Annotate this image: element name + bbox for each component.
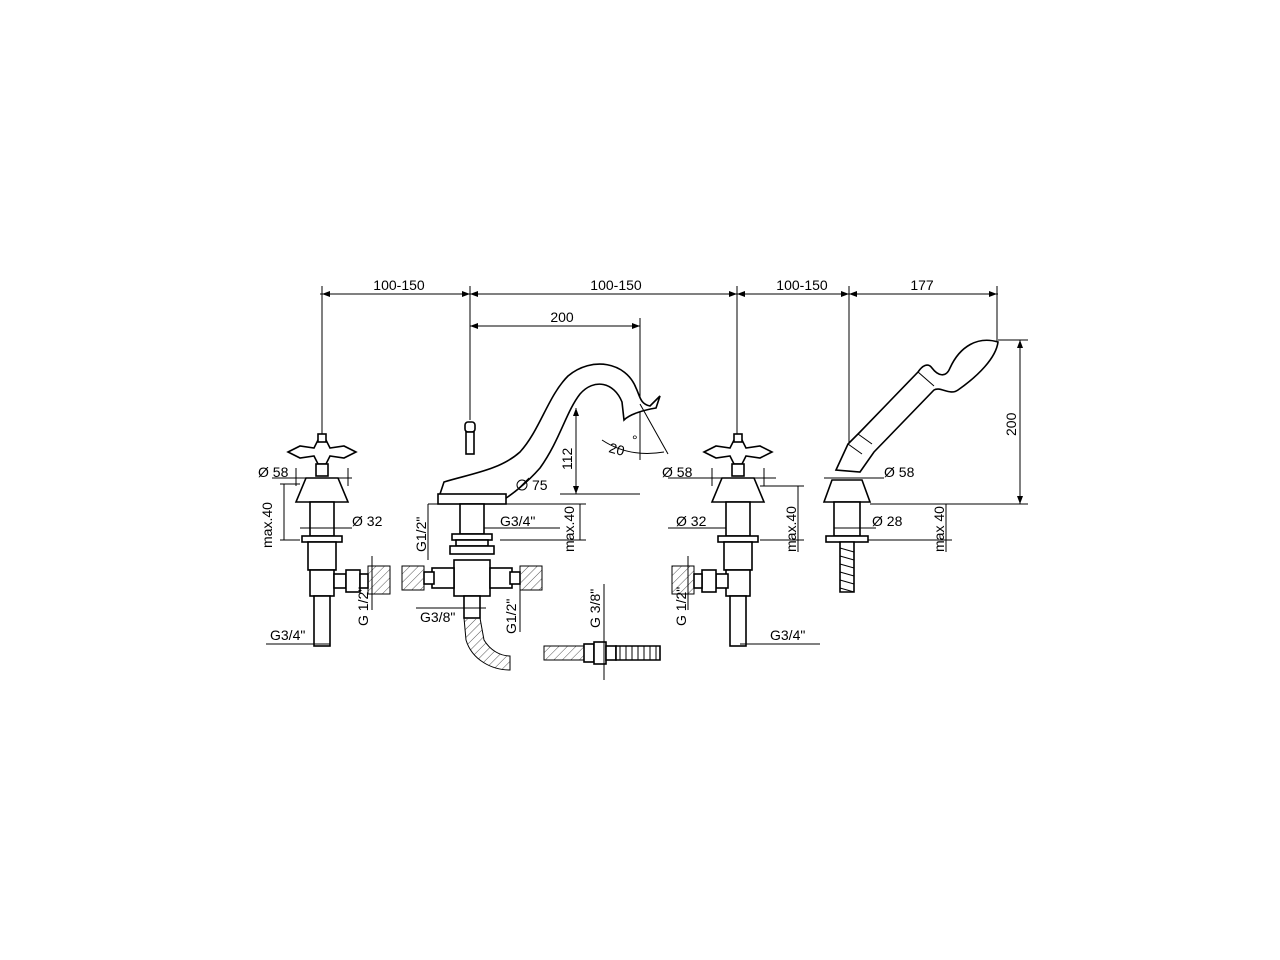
spout-inlet-left-label: G1/2" bbox=[413, 517, 429, 552]
right-cross-handle-valve: Ø 58 Ø 32 max.40 G 1/2" G3/4" bbox=[662, 433, 820, 647]
svg-text:°: ° bbox=[632, 432, 638, 448]
hose-inlet-label: G 3/8" bbox=[587, 589, 603, 628]
spout: 20 ° 112 75 max.40 G3/4" G1/2" G3/8" G1/… bbox=[401, 363, 669, 671]
shower-body-diameter-label: Ø 28 bbox=[872, 513, 903, 529]
left-cross-handle-valve: Ø 58 max.40 Ø 32 G 1/2" G3/4" bbox=[258, 433, 391, 647]
spout-inlet-right-label: G3/4" bbox=[500, 513, 535, 529]
spout-inlet-bottom-label: G3/8" bbox=[420, 609, 455, 625]
left-inlet-bottom-label: G3/4" bbox=[270, 627, 305, 643]
spout-height-label: 112 bbox=[559, 447, 575, 470]
shower-max-label: max 40 bbox=[931, 506, 947, 552]
spout-outlet-side-label: G1/2" bbox=[503, 599, 519, 634]
top-dimension-chain: 100-150 100-150 100-150 177 bbox=[320, 277, 998, 470]
spout-angle-label: 20 bbox=[607, 439, 626, 459]
dim-spout-reach: 200 bbox=[550, 309, 574, 325]
spout-max-label: max.40 bbox=[561, 506, 577, 552]
left-body-diameter-label: Ø 32 bbox=[352, 513, 383, 529]
left-max-label: max.40 bbox=[259, 502, 275, 548]
hand-shower: 200 Ø 58 Ø 28 max 40 bbox=[822, 339, 1028, 593]
dim-top-far-right: 177 bbox=[910, 277, 934, 293]
hose-fitting: G 3/8" bbox=[543, 584, 661, 680]
right-inlet-bottom-label: G3/4" bbox=[770, 627, 805, 643]
handshower-height-label: 200 bbox=[1003, 412, 1019, 436]
left-inlet-side-label: G 1/2" bbox=[355, 587, 371, 626]
dim-top-middle: 100-150 bbox=[590, 277, 642, 293]
right-max-label: max.40 bbox=[783, 506, 799, 552]
dim-top-right: 100-150 bbox=[776, 277, 828, 293]
left-handle-diameter-label: Ø 58 bbox=[258, 464, 289, 480]
spout-diameter-label: 75 bbox=[532, 477, 548, 493]
shower-diameter-label: Ø 58 bbox=[884, 464, 915, 480]
right-inlet-side-label: G 1/2" bbox=[673, 587, 689, 626]
right-body-diameter-label: Ø 32 bbox=[676, 513, 707, 529]
spout-reach-dimension: 200 bbox=[470, 309, 641, 460]
right-handle-diameter-label: Ø 58 bbox=[662, 464, 693, 480]
dim-top-left: 100-150 bbox=[373, 277, 425, 293]
